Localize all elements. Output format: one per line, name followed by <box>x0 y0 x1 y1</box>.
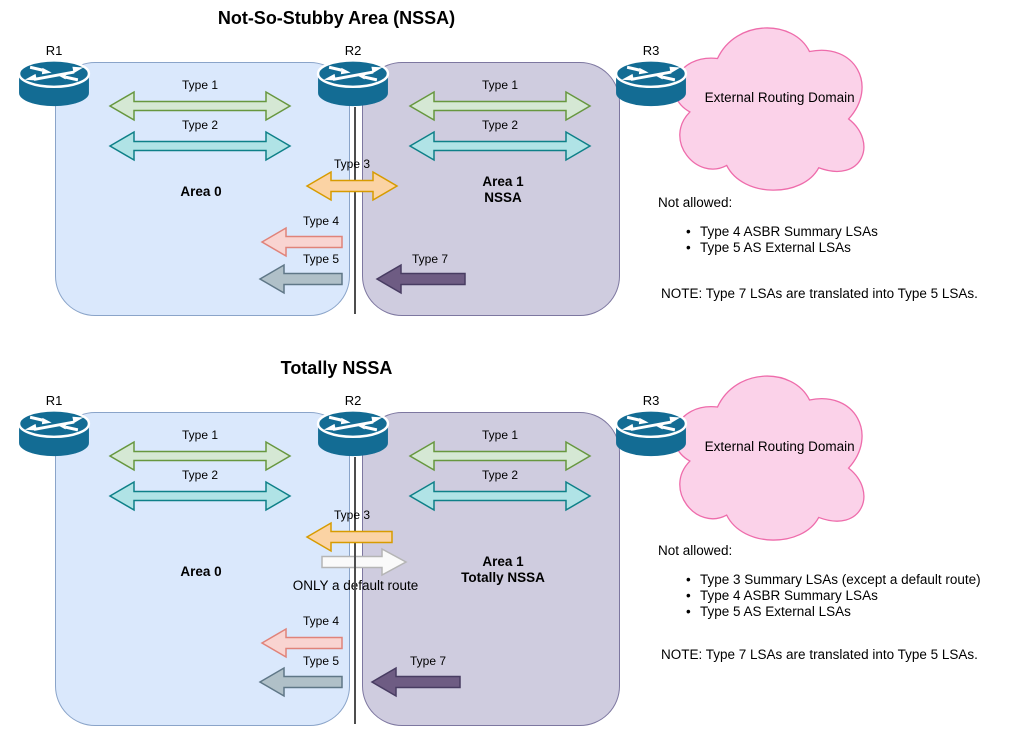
lsa-type4-label: Type 4 <box>302 214 340 228</box>
not-allowed-item: Type 5 AS External LSAs <box>680 240 878 256</box>
not-allowed-list: Type 4 ASBR Summary LSAs Type 5 AS Exter… <box>680 224 878 256</box>
router-label-r3: R3 <box>642 393 660 408</box>
lsa-type4-arrow <box>260 627 343 659</box>
lsa-type2-arrow <box>108 480 292 512</box>
lsa-type2-label: Type 2 <box>481 468 519 482</box>
default-route-arrow <box>321 547 408 577</box>
lsa-type2-label: Type 2 <box>181 118 219 132</box>
not-allowed-heading: Not allowed: <box>658 543 733 558</box>
area1-label: Area 1 Totally NSSA <box>433 554 573 586</box>
note-text: NOTE: Type 7 LSAs are translated into Ty… <box>661 647 978 662</box>
not-allowed-item: Type 5 AS External LSAs <box>680 604 981 620</box>
lsa-type5-arrow <box>258 263 343 295</box>
lsa-type3-label: Type 3 <box>333 508 371 522</box>
lsa-type2-arrow <box>408 480 592 512</box>
lsa-type1-arrow <box>108 90 292 122</box>
note-text: NOTE: Type 7 LSAs are translated into Ty… <box>661 286 978 301</box>
not-allowed-heading: Not allowed: <box>658 195 733 210</box>
router-label-r1: R1 <box>45 43 63 58</box>
lsa-type7-arrow <box>375 263 466 295</box>
lsa-type1-label: Type 1 <box>181 78 219 92</box>
lsa-type4-label: Type 4 <box>302 614 340 628</box>
area0-label: Area 0 <box>180 184 222 199</box>
lsa-type2-arrow <box>408 130 592 162</box>
external-routing-domain-cloud: External Routing Domain <box>660 12 890 198</box>
area1-label: Area 1 NSSA <box>433 174 573 206</box>
not-allowed-list: Type 3 Summary LSAs (except a default ro… <box>680 572 981 619</box>
lsa-type3-arrow <box>305 521 393 553</box>
lsa-type2-arrow <box>108 130 292 162</box>
router-icon-r3 <box>613 58 689 109</box>
lsa-type1-label: Type 1 <box>181 428 219 442</box>
lsa-type1-arrow <box>408 90 592 122</box>
lsa-type2-label: Type 2 <box>481 118 519 132</box>
external-routing-domain-cloud: External Routing Domain <box>660 360 890 548</box>
r2-boundary-connector-line <box>354 107 356 314</box>
area1-label-line1: Area 1 <box>482 554 524 569</box>
router-icon-r2 <box>315 408 391 459</box>
lsa-type1-arrow <box>408 440 592 472</box>
lsa-type5-label: Type 5 <box>302 252 340 266</box>
lsa-type5-arrow <box>258 666 343 698</box>
cloud-label: External Routing Domain <box>704 438 855 454</box>
router-label-r2: R2 <box>344 43 362 58</box>
lsa-type1-label: Type 1 <box>481 428 519 442</box>
area0-region <box>55 412 350 726</box>
lsa-type7-arrow <box>370 666 461 698</box>
router-label-r2: R2 <box>344 393 362 408</box>
area1-label-line2: NSSA <box>484 190 522 205</box>
area1-label-line2: Totally NSSA <box>461 570 545 585</box>
lsa-type4-arrow <box>260 226 343 258</box>
router-icon-r3 <box>613 408 689 459</box>
router-label-r1: R1 <box>45 393 63 408</box>
not-allowed-item: Type 4 ASBR Summary LSAs <box>680 588 981 604</box>
lsa-type7-label: Type 7 <box>409 654 447 668</box>
cloud-label: External Routing Domain <box>704 90 855 106</box>
lsa-type7-label: Type 7 <box>411 252 449 266</box>
cloud-icon <box>660 12 890 198</box>
area0-label: Area 0 <box>180 564 222 579</box>
router-icon-r1 <box>16 58 92 109</box>
router-label-r3: R3 <box>642 43 660 58</box>
lsa-type3-label: Type 3 <box>333 157 371 171</box>
lsa-type1-label: Type 1 <box>481 78 519 92</box>
not-allowed-item: Type 4 ASBR Summary LSAs <box>680 224 878 240</box>
diagram-title: Not-So-Stubby Area (NSSA) <box>217 8 456 28</box>
area1-label-line1: Area 1 <box>482 174 524 189</box>
lsa-type5-label: Type 5 <box>302 654 340 668</box>
not-allowed-item: Type 3 Summary LSAs (except a default ro… <box>680 572 981 588</box>
lsa-type1-arrow <box>108 440 292 472</box>
lsa-type3-arrow <box>305 170 399 202</box>
lsa-type2-label: Type 2 <box>181 468 219 482</box>
router-icon-r1 <box>16 408 92 459</box>
cloud-icon <box>660 360 890 548</box>
r2-boundary-connector-line <box>354 457 356 724</box>
router-icon-r2 <box>315 58 391 109</box>
default-route-label: ONLY a default route <box>292 578 419 593</box>
diagram-title: Totally NSSA <box>280 358 393 378</box>
